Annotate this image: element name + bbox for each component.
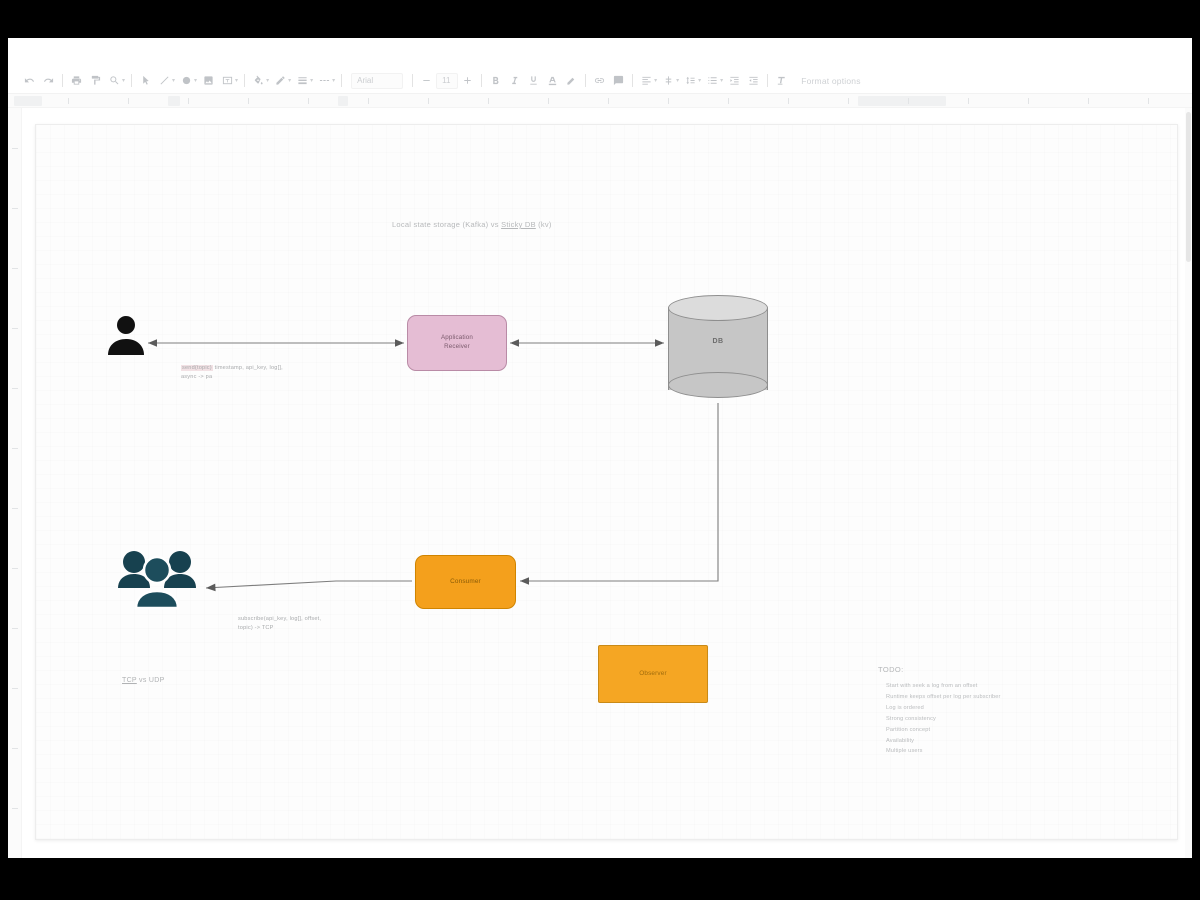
subscribe-annotation[interactable]: subscribe(api_key, log[], offset, topic)… [238,616,322,632]
toolbar-separator [481,74,483,87]
vertical-scrollbar-thumb[interactable] [1186,112,1191,262]
vertical-align-icon[interactable] [659,71,678,90]
database-bottom-ellipse [668,372,768,398]
redo-icon[interactable] [39,71,58,90]
undo-icon[interactable] [20,71,39,90]
fill-color-icon[interactable] [249,71,268,90]
text-color-icon[interactable] [543,71,562,90]
font-family-select[interactable]: Arial [351,72,404,89]
print-icon[interactable] [67,71,86,90]
list-icon[interactable] [703,71,722,90]
chevron-down-icon[interactable]: ▾ [720,78,724,84]
vertical-ruler [8,108,22,858]
drawing-page[interactable]: Local state storage (Kafka) vs Sticky DB… [35,124,1178,840]
border-weight-icon[interactable] [293,71,312,90]
selected-node[interactable]: Observer [598,645,708,703]
diagram-title[interactable]: Local state storage (Kafka) vs Sticky DB… [392,220,552,229]
comment-icon[interactable] [609,71,628,90]
bold-icon[interactable] [486,71,505,90]
toolbar-separator [131,74,133,87]
textbox-icon[interactable] [218,71,237,90]
chevron-down-icon[interactable]: ▾ [235,78,239,84]
toolbar-separator [341,74,343,87]
chevron-down-icon[interactable]: ▾ [654,78,658,84]
todo-item[interactable]: Partition concept [886,726,931,733]
italic-icon[interactable] [505,71,524,90]
send-annotation[interactable]: send(topic) timestamp, api_key, log[], a… [181,365,283,381]
chevron-down-icon[interactable]: ▾ [310,78,314,84]
decrease-font-size-icon[interactable] [417,71,436,90]
border-dash-icon[interactable] [315,71,334,90]
chevron-down-icon[interactable]: ▾ [332,78,336,84]
database-node[interactable]: DB [668,295,768,402]
indent-decrease-icon[interactable] [725,71,744,90]
border-color-icon[interactable] [271,71,290,90]
indent-increase-icon[interactable] [744,71,763,90]
todo-item[interactable]: Log is ordered [886,704,924,711]
connector-layer [148,339,719,592]
todo-item[interactable]: Start with seek a log from an offset [886,683,978,689]
toolbar-separator [767,74,769,87]
highlight-color-icon[interactable] [562,71,581,90]
zoom-icon[interactable] [105,71,124,90]
chevron-down-icon[interactable]: ▾ [172,78,176,84]
user-group-icon[interactable] [116,540,198,612]
application-node[interactable]: Application Receiver [407,315,507,371]
paint-format-icon[interactable] [86,71,105,90]
align-icon[interactable] [637,71,656,90]
toolbar[interactable]: ▾ ▾ ▾ ▾ ▾ [8,68,1192,94]
todo-item[interactable]: Strong consistency [886,715,936,722]
line-spacing-icon[interactable] [681,71,700,90]
canvas-scroll-area[interactable]: Local state storage (Kafka) vs Sticky DB… [22,108,1192,858]
todo-item[interactable]: Runtime keeps offset per log per subscri… [886,693,1001,700]
tcp-udp-note[interactable]: TCP vs UDP [122,677,165,684]
line-icon[interactable] [155,71,174,90]
toolbar-separator [244,74,246,87]
link-icon[interactable] [590,71,609,90]
single-user-icon[interactable] [102,311,150,359]
vertical-scrollbar[interactable] [1185,108,1192,858]
todo-title: TODO: [878,665,904,674]
shape-icon[interactable] [177,71,196,90]
chevron-down-icon[interactable]: ▾ [266,78,270,84]
chevron-down-icon[interactable]: ▾ [676,78,680,84]
toolbar-separator [632,74,634,87]
todo-panel[interactable]: TODO: Start with seek a log from an offs… [878,665,1088,757]
chevron-down-icon[interactable]: ▾ [122,78,126,84]
database-label: DB [712,338,724,345]
underline-icon[interactable] [524,71,543,90]
chevron-down-icon[interactable]: ▾ [698,78,702,84]
database-top-ellipse [668,295,768,321]
select-icon[interactable] [136,71,155,90]
drawing-application-window: ▾ ▾ ▾ ▾ ▾ [8,38,1192,858]
chevron-down-icon[interactable]: ▾ [288,78,292,84]
image-icon[interactable] [199,71,218,90]
todo-item[interactable]: Multiple users [886,748,923,755]
toolbar-separator [412,74,414,87]
toolbar-separator [62,74,63,87]
chevron-down-icon[interactable]: ▾ [194,78,198,84]
menu-bar[interactable] [8,38,1192,68]
clear-format-icon[interactable] [772,71,791,90]
toolbar-separator [585,74,587,87]
font-size-input[interactable]: 11 [436,72,459,89]
consumer-node[interactable]: Consumer [415,555,516,609]
todo-item[interactable]: Availability [886,737,915,744]
format-options-button[interactable]: Format options [801,75,861,86]
increase-font-size-icon[interactable] [458,71,477,90]
horizontal-ruler [8,94,1192,108]
